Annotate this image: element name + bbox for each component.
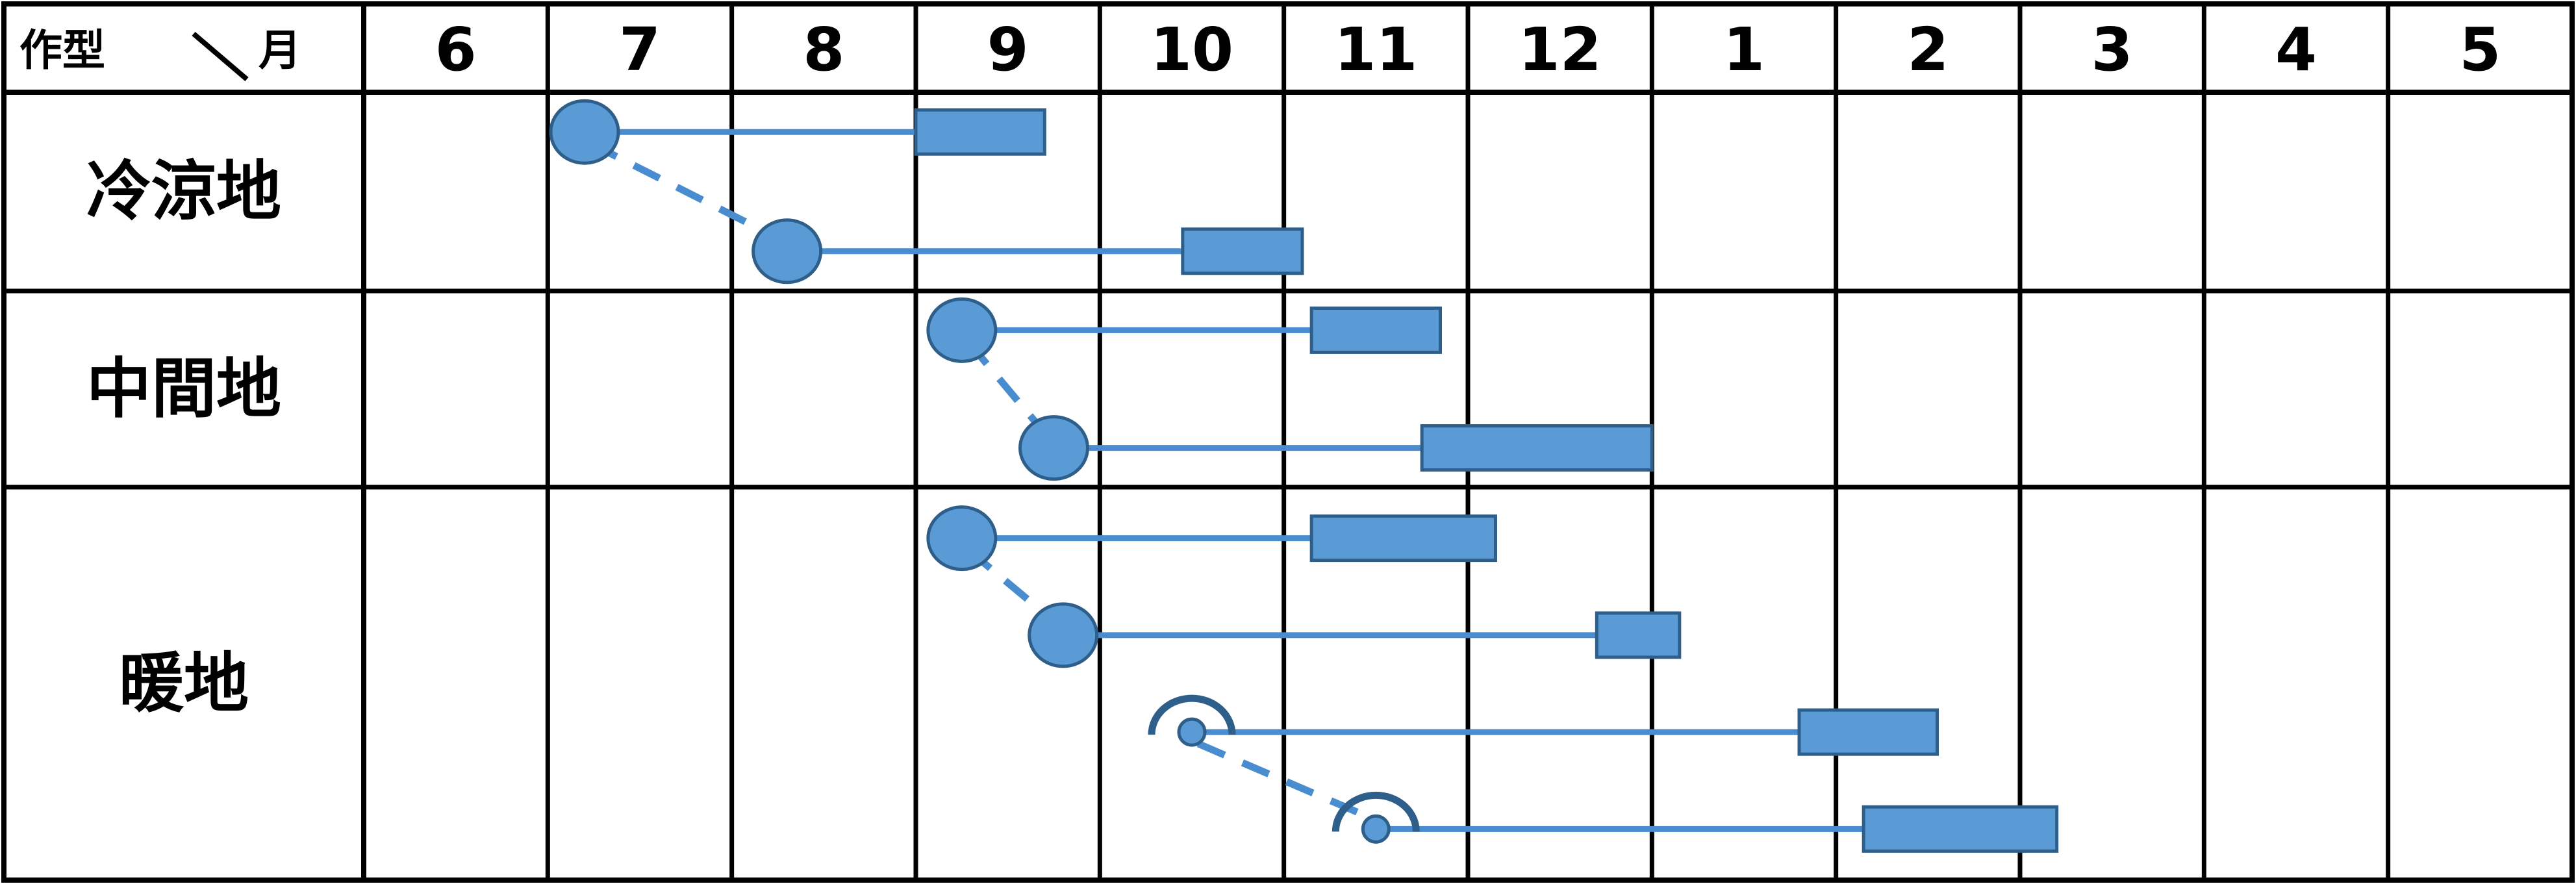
row-label: 暖地 bbox=[119, 646, 249, 722]
month-label: 11 bbox=[1334, 15, 1417, 84]
sowing-mark bbox=[1177, 717, 1207, 747]
month-label: 1 bbox=[1723, 15, 1765, 84]
month-label: 10 bbox=[1150, 15, 1233, 84]
header-diagonal bbox=[192, 31, 249, 82]
month-label: 2 bbox=[1907, 15, 1949, 84]
month-label: 7 bbox=[619, 15, 661, 84]
sowing-mark bbox=[1028, 602, 1099, 668]
month-label: 4 bbox=[2275, 15, 2317, 84]
sowing-mark bbox=[1361, 814, 1391, 844]
row-label: 中間地 bbox=[86, 351, 281, 427]
harvest-bar bbox=[914, 108, 1046, 156]
link-dashed-line bbox=[965, 339, 1050, 439]
sowing-mark bbox=[926, 505, 998, 572]
header-column-label: 月 bbox=[259, 25, 301, 75]
link-dashed-line bbox=[589, 140, 783, 243]
sowing-mark bbox=[926, 297, 998, 363]
row-label: 冷涼地 bbox=[86, 153, 281, 229]
harvest-bar bbox=[1181, 227, 1304, 275]
harvest-bar bbox=[1797, 708, 1939, 756]
harvest-bar bbox=[1309, 514, 1497, 562]
harvest-bar bbox=[1420, 424, 1654, 472]
month-label: 12 bbox=[1519, 15, 1602, 84]
sowing-mark bbox=[1018, 415, 1089, 481]
sowing-mark bbox=[751, 218, 823, 284]
month-label: 8 bbox=[803, 15, 844, 84]
tunnel-cover-icon bbox=[1332, 791, 1420, 832]
month-label: 3 bbox=[2091, 15, 2133, 84]
month-label: 5 bbox=[2459, 15, 2501, 84]
harvest-bar bbox=[1595, 611, 1682, 659]
link-dashed-line bbox=[1196, 740, 1371, 821]
month-label: 9 bbox=[987, 15, 1029, 84]
harvest-bar bbox=[1862, 805, 2059, 853]
header-row-label: 作型 bbox=[19, 25, 105, 75]
harvest-bar bbox=[1309, 306, 1442, 354]
tunnel-cover-icon bbox=[1148, 694, 1236, 735]
sowing-mark bbox=[549, 99, 620, 165]
month-label: 6 bbox=[435, 15, 477, 84]
schedule-marks bbox=[549, 99, 2059, 853]
